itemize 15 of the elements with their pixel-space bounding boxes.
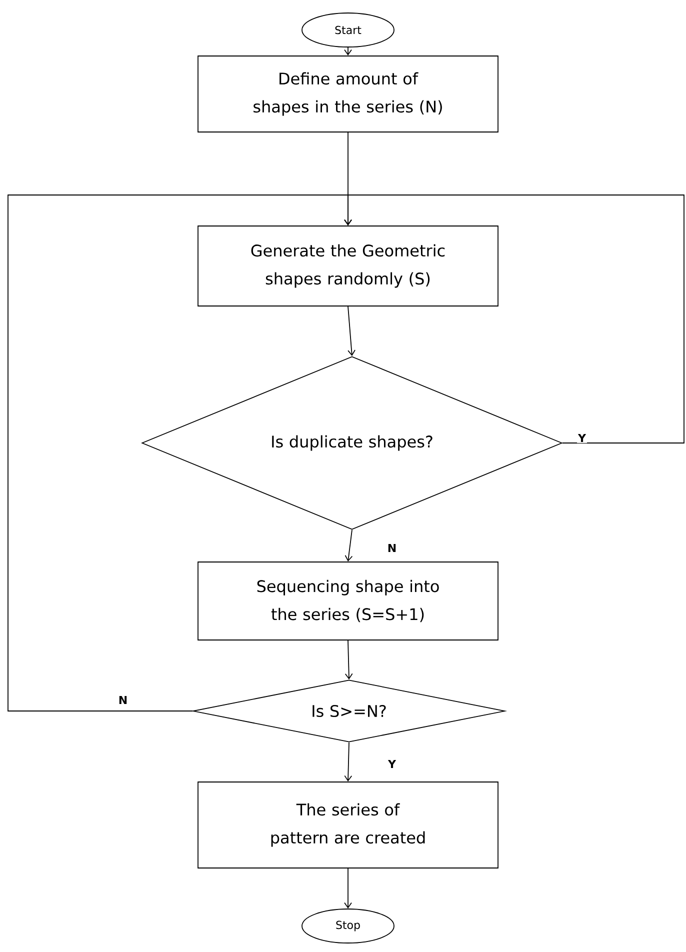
arrow [348, 306, 356, 356]
arrow [344, 742, 352, 782]
arrow [344, 640, 353, 680]
edge-label: Y [577, 433, 587, 443]
process-box: Define amount of shapes in the series (N) [198, 56, 498, 132]
process-box: The series of pattern are created [198, 782, 498, 868]
arrow [344, 868, 352, 909]
process-box: Sequencing shape into the series (S=S+1) [198, 562, 498, 640]
arrow [344, 47, 352, 56]
edge-label: Y [387, 759, 397, 770]
process-box: Generate the Geometric shapes randomly (S) [198, 226, 498, 306]
arrow [344, 194, 684, 444]
edge-label: N [117, 695, 129, 706]
arrow [344, 530, 353, 562]
edge-label: N [386, 543, 398, 554]
